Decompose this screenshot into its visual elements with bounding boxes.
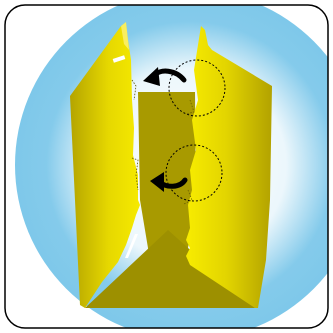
highlight-mark-2 [125,234,138,258]
dotted-tab-upper [131,79,137,101]
upper-rotate-arrow-icon [143,67,187,86]
left-flap-edge [121,22,129,50]
lower-dotted-circle [165,144,223,202]
fold-hint-lower [183,189,193,205]
fold-hint-upper [185,99,195,115]
highlight-mark-1 [112,55,126,63]
upper-dotted-circle [168,59,226,117]
left-paper-panel [70,22,140,308]
lower-rotate-arrow-icon [150,172,188,192]
dotted-tab-lower [131,157,139,191]
frame-border [4,4,329,329]
paper-floor [85,230,255,308]
paper-inner-surface [85,92,255,308]
right-paper-panel [186,26,272,308]
